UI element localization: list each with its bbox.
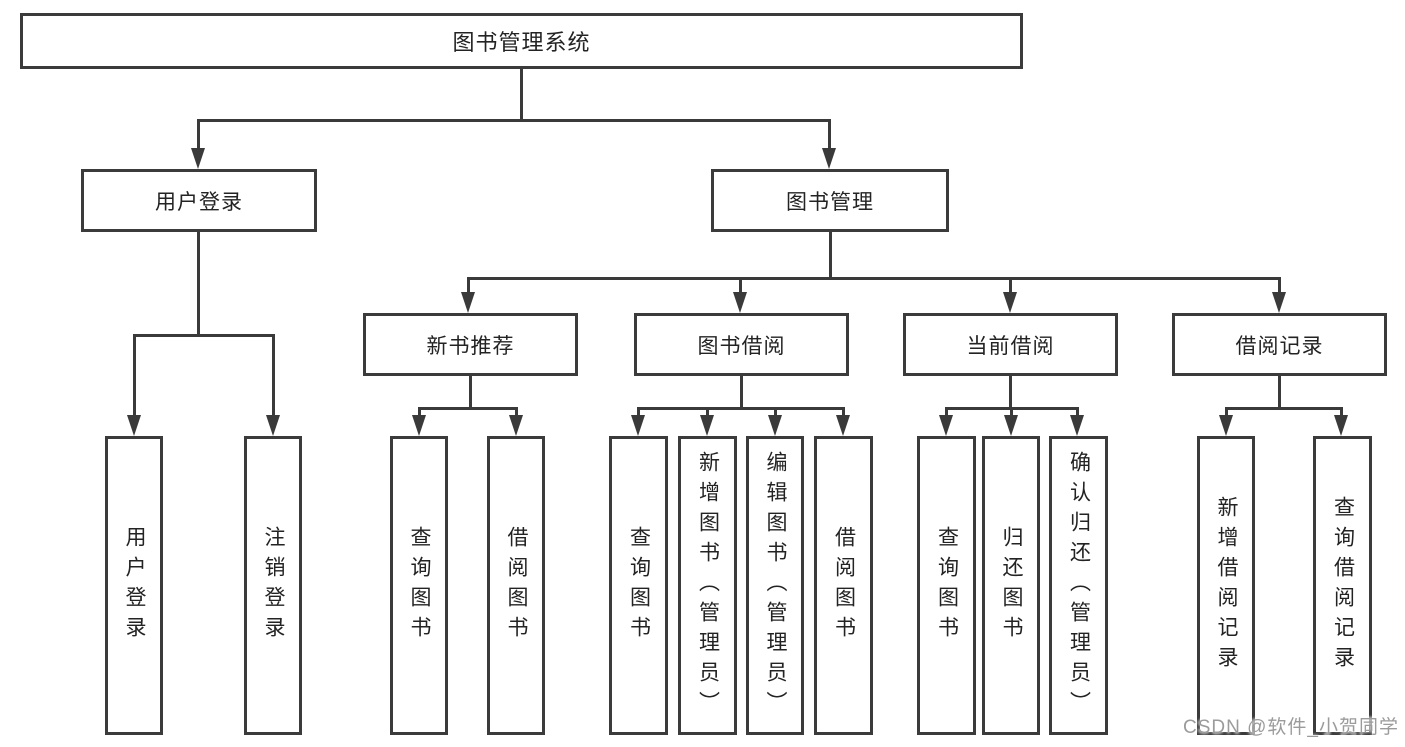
leaf-label: 编辑图书（管理员） (764, 450, 787, 721)
connector-book-mgmt-stem (828, 120, 831, 150)
connector-leaf-stem (1225, 408, 1228, 417)
connector-leaf-stem (467, 278, 470, 294)
arrowhead-down-icon (836, 415, 850, 436)
leaf-label: 注销登录 (262, 525, 285, 646)
connector-leaf-stem (418, 408, 421, 417)
connector-leaf-stem (945, 408, 948, 417)
leaf-add-borrow-record: 新增借阅记录 (1197, 436, 1255, 735)
arrowhead-down-icon (1334, 415, 1348, 436)
connector-book-borrow-down (740, 376, 743, 409)
leaf-query-books-borrow: 查询图书 (609, 436, 668, 735)
connector-user-login-branch (133, 334, 275, 337)
connector-leaf-stem (739, 278, 742, 294)
node-label: 用户登录 (155, 190, 243, 214)
leaf-logout: 注销登录 (244, 436, 302, 735)
connector-leaf-stem (774, 408, 777, 417)
arrowhead-down-icon (1070, 415, 1084, 436)
leaf-label: 新增借阅记录 (1215, 495, 1238, 676)
arrowhead-down-icon (266, 415, 280, 436)
connector-level2-branch (197, 119, 831, 122)
node-library-management-system: 图书管理系统 (20, 13, 1023, 69)
connector-book-borrow-branch (637, 407, 845, 410)
connector-book-mgmt-down (829, 232, 832, 279)
arrowhead-down-icon (1003, 292, 1017, 313)
node-label: 图书管理系统 (452, 30, 591, 55)
leaf-borrow-books: 借阅图书 (814, 436, 873, 735)
connector-leaf-stem (1009, 278, 1012, 294)
node-label: 图书管理 (786, 190, 874, 214)
leaf-confirm-return-admin: 确认归还（管理员） (1049, 436, 1108, 735)
arrowhead-down-icon (700, 415, 714, 436)
connector-leaf-stem (1340, 408, 1343, 417)
connector-borrow-records-down (1278, 376, 1281, 409)
node-borrow-records: 借阅记录 (1172, 313, 1387, 376)
connector-leaf-stem (706, 408, 709, 417)
node-user-login: 用户登录 (81, 169, 317, 232)
connector-leaf-stem (637, 408, 640, 417)
node-label: 当前借阅 (966, 334, 1055, 358)
leaf-label: 新增图书（管理员） (696, 450, 720, 721)
arrowhead-down-icon (768, 415, 782, 436)
arrowhead-down-icon (1272, 292, 1286, 313)
arrowhead-down-icon (412, 415, 426, 436)
node-book-management: 图书管理 (711, 169, 949, 232)
node-new-book-recommend: 新书推荐 (363, 313, 578, 376)
leaf-user-login: 用户登录 (105, 436, 163, 735)
connector-current-borrow-down (1009, 376, 1012, 409)
arrowhead-down-icon (733, 292, 747, 313)
node-label: 借阅记录 (1235, 334, 1324, 358)
connector-leaf-stem (1278, 278, 1281, 294)
leaf-label: 归还图书 (1000, 525, 1023, 646)
leaf-return-books: 归还图书 (982, 436, 1040, 735)
leaf-borrow-books-recommend: 借阅图书 (487, 436, 545, 735)
arrowhead-down-icon (939, 415, 953, 436)
leaf-edit-books-admin: 编辑图书（管理员） (746, 436, 804, 735)
connector-leaf-stem (272, 335, 275, 417)
csdn-watermark: CSDN @软件_小贺同学 (1183, 717, 1399, 738)
arrowhead-down-icon (509, 415, 523, 436)
arrowhead-down-icon (191, 148, 205, 169)
connector-borrow-records-branch (1225, 407, 1343, 410)
connector-leaf-stem (133, 335, 136, 417)
leaf-label: 查询图书 (627, 525, 651, 646)
node-current-borrow: 当前借阅 (903, 313, 1118, 376)
leaf-label: 查询图书 (935, 525, 959, 646)
connector-user-login-down (197, 232, 200, 336)
leaf-label: 查询图书 (408, 525, 431, 646)
arrowhead-down-icon (822, 148, 836, 169)
node-label: 新书推荐 (426, 334, 515, 358)
connector-leaf-stem (1076, 408, 1079, 417)
connector-leaf-stem (515, 408, 518, 417)
connector-level3-branch (467, 277, 1281, 280)
leaf-label: 借阅图书 (505, 525, 528, 646)
leaf-label: 借阅图书 (832, 525, 856, 646)
leaf-query-books-recommend: 查询图书 (390, 436, 448, 735)
connector-new-book-down (469, 376, 472, 409)
connector-leaf-stem (1010, 408, 1013, 417)
leaf-add-books-admin: 新增图书（管理员） (678, 436, 737, 735)
arrowhead-down-icon (127, 415, 141, 436)
arrowhead-down-icon (1004, 415, 1018, 436)
connector-new-book-branch (418, 407, 518, 410)
leaf-query-borrow-record: 查询借阅记录 (1313, 436, 1372, 735)
leaf-label: 确认归还（管理员） (1067, 450, 1091, 721)
connector-root-stem (520, 69, 523, 121)
arrowhead-down-icon (461, 292, 475, 313)
arrowhead-down-icon (631, 415, 645, 436)
connector-user-login-stem (197, 120, 200, 150)
leaf-label: 用户登录 (123, 525, 146, 646)
leaf-label: 查询借阅记录 (1331, 495, 1355, 676)
connector-leaf-stem (842, 408, 845, 417)
leaf-query-books-current: 查询图书 (917, 436, 976, 735)
arrowhead-down-icon (1219, 415, 1233, 436)
node-label: 图书借阅 (697, 334, 786, 358)
node-book-borrow: 图书借阅 (634, 313, 849, 376)
